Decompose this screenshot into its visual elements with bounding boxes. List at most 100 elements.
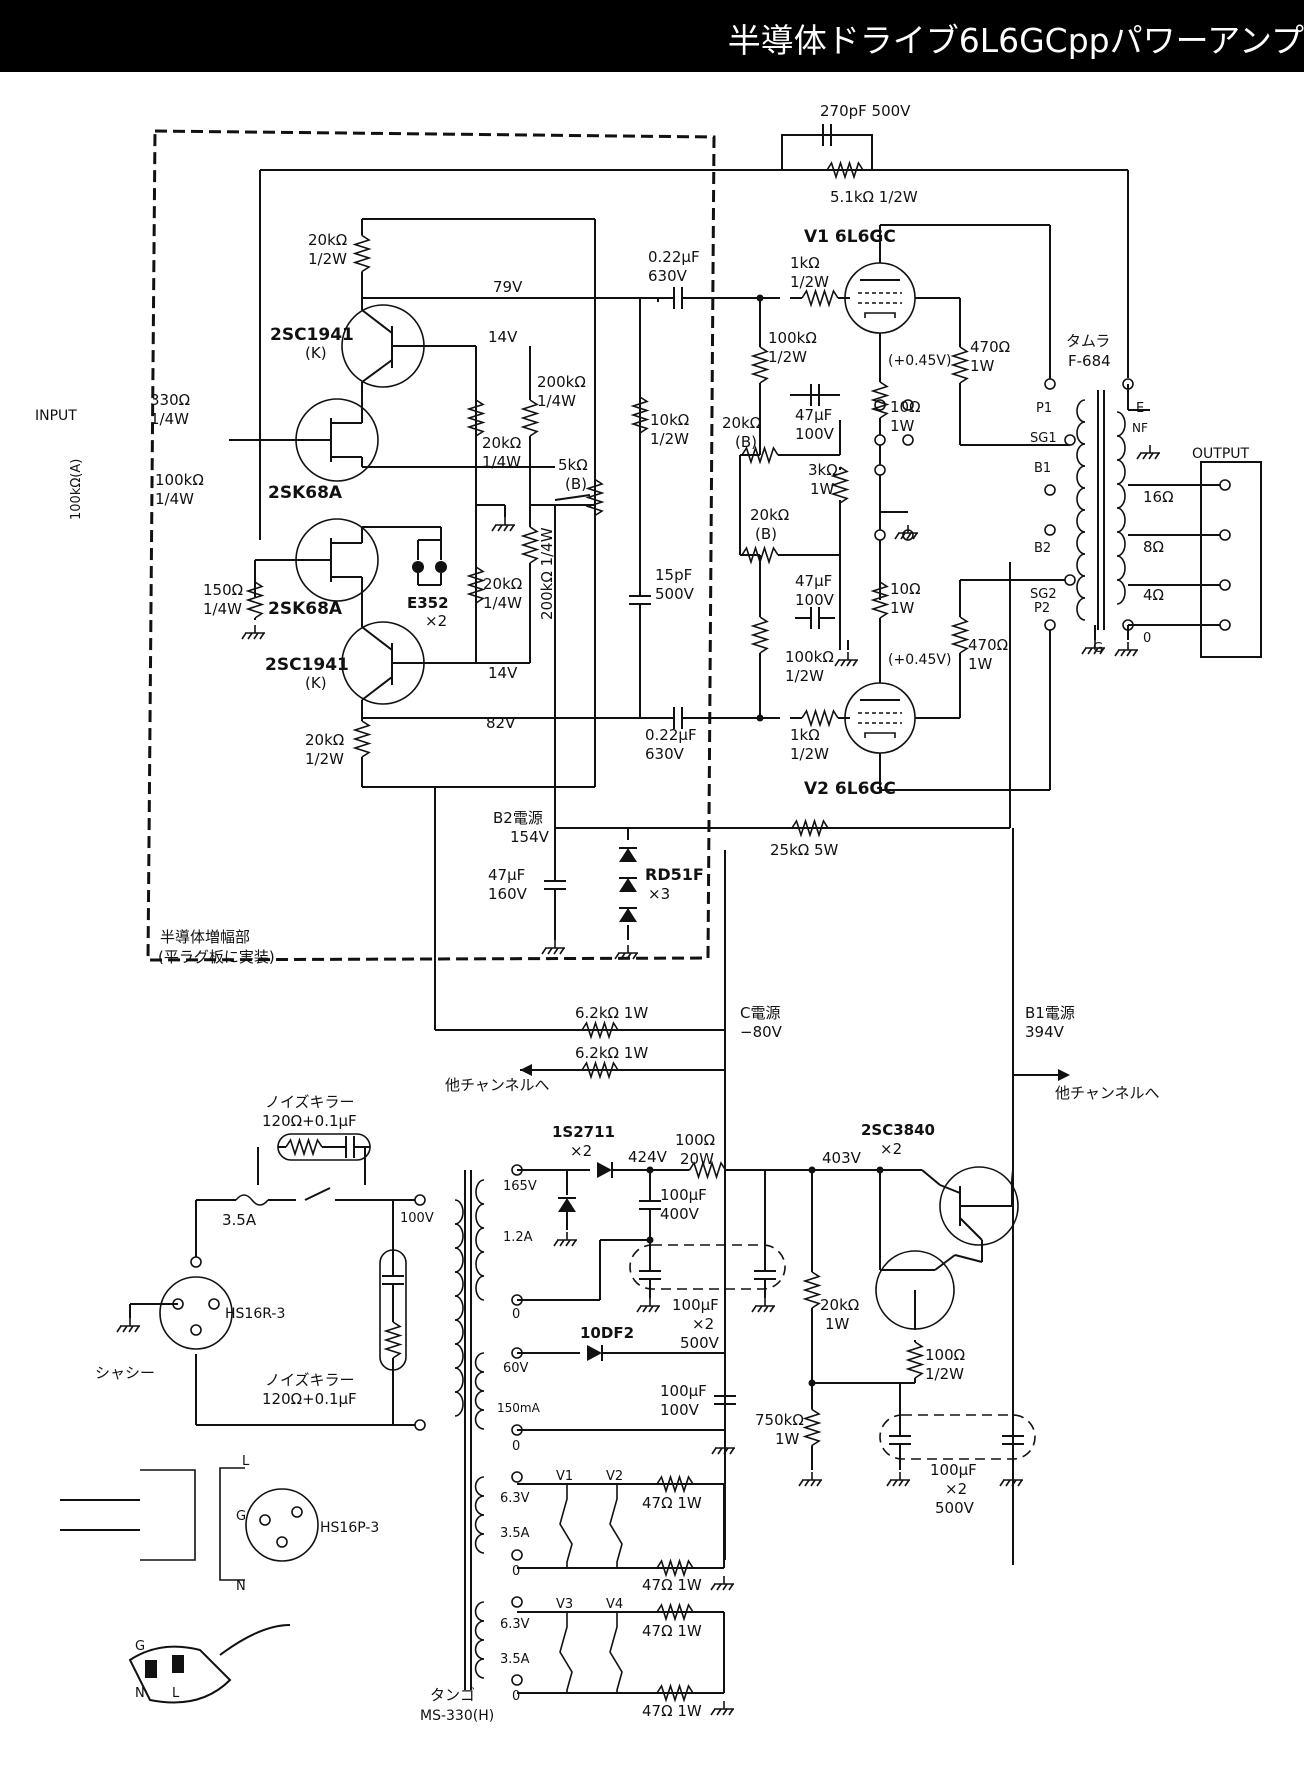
plug-cord [140, 1469, 196, 1561]
label-c022_top_a: 0.22μF [648, 248, 700, 266]
ground-hatch [1136, 452, 1142, 460]
label-d1s2711_a: 1S2711 [552, 1123, 615, 1141]
ground-hatch [751, 1305, 757, 1313]
label-c15p_a: 15pF [655, 566, 692, 584]
wire [781, 134, 873, 170]
label-q1: 2SC1941 [270, 325, 354, 345]
solid-state-board-outline [146, 129, 716, 962]
transistor-q2 [341, 621, 425, 705]
wire [361, 676, 393, 701]
ground-hatch [716, 1708, 722, 1716]
label-r20k_bot_a: 20kΩ [305, 731, 344, 749]
ground-hatch [259, 632, 265, 640]
r10-bottom [870, 581, 890, 619]
label-noise_top_b: 120Ω+0.1μF [262, 1112, 357, 1130]
wire [361, 359, 393, 383]
hv-secondary-coil [475, 1251, 485, 1277]
terminal [874, 529, 886, 541]
label-h2_v: 6.3V [500, 1617, 530, 1632]
wire [361, 309, 393, 334]
label-vr20k_a: 20kΩ [722, 414, 761, 432]
r100-20w [688, 1160, 727, 1180]
wire [954, 1254, 983, 1263]
label-r100k_in_a: 100kΩ [155, 471, 204, 489]
ground-hatch [894, 532, 900, 540]
ground-hatch [541, 947, 547, 955]
arrow-other-channel-right [1058, 1069, 1070, 1081]
heater2-coil [474, 1658, 485, 1679]
heater2-coil [474, 1601, 485, 1622]
ground-hatch [503, 524, 509, 532]
wire [554, 494, 591, 501]
terminal [1219, 479, 1231, 491]
label-c100_400_a: 100μF [660, 1186, 707, 1204]
ground-hatch [497, 524, 503, 532]
primary-coil [454, 1295, 464, 1321]
label-h2_a: 3.5A [500, 1652, 530, 1667]
primary-coil [1076, 575, 1086, 599]
label-t_b2: B2 [1034, 541, 1051, 556]
ground-symbol [553, 1232, 577, 1247]
primary-coil [1076, 597, 1086, 621]
ground-hatch [614, 952, 620, 960]
heater-filament-b [609, 1612, 623, 1693]
diode-1s2711-b [558, 1198, 576, 1212]
label-tango_b: MS-330(H) [420, 1708, 494, 1724]
zener-3 [619, 908, 637, 922]
wire [921, 1169, 941, 1186]
primary-coil [1076, 421, 1086, 445]
label-b1_b: 394V [1025, 1023, 1065, 1041]
secondary-coil [1116, 411, 1126, 437]
label-r3k_a: 3kΩ [808, 461, 838, 479]
ground-hatch [711, 1447, 717, 1455]
feedback-resistor [826, 160, 864, 180]
label-hs16p: HS16P-3 [320, 1520, 379, 1536]
label-r10_b_a: 10Ω [890, 580, 921, 598]
ground-hatch [710, 1708, 716, 1716]
label-t_sg2: SG2 [1030, 587, 1057, 602]
r200k-top [520, 399, 540, 437]
r20k-1w [802, 1271, 822, 1309]
wire [959, 1217, 983, 1241]
label-c_src_a: C電源 [740, 1004, 780, 1022]
label-r100_b: 20W [680, 1150, 714, 1168]
label-t_g: G [1093, 641, 1103, 656]
ground-hatch [846, 659, 852, 667]
label-box_a: 半導体増幅部 [160, 928, 250, 946]
label-c100_500_b: ×2 [692, 1315, 714, 1333]
heater-resistor [656, 1683, 694, 1703]
label-r150_a: 150Ω [203, 581, 243, 599]
label-t100: 100V [400, 1211, 434, 1226]
label-q2: 2SC1941 [265, 655, 349, 675]
label-r100k_g1_b: 1/2W [768, 348, 807, 366]
secondary-coil [1116, 555, 1126, 581]
terminal [190, 1324, 202, 1336]
primary-coil [1076, 509, 1086, 533]
label-hs16r: HS16R-3 [225, 1306, 285, 1322]
connector-hs16r [159, 1276, 233, 1350]
label-q3_b: ×2 [880, 1140, 902, 1158]
terminal [1044, 524, 1056, 536]
label-b1_a: B1電源 [1025, 1004, 1075, 1022]
terminal [902, 399, 914, 411]
ground-hatch [722, 1583, 728, 1591]
ground-hatch [553, 1239, 559, 1247]
ground-hatch [1093, 647, 1099, 655]
noise-killer-top [277, 1133, 371, 1161]
label-c15p_b: 500V [655, 585, 695, 603]
label-t_e: E [1136, 401, 1144, 416]
ground-hatch [852, 659, 858, 667]
ground-hatch [804, 1479, 810, 1487]
plug-pin-n [145, 1660, 157, 1678]
label-tamura_a: タムラ [1066, 332, 1110, 350]
label-b2_a: B2電源 [493, 809, 543, 827]
label-plug2_g: G [135, 1639, 145, 1654]
ground-hatch [769, 1305, 775, 1313]
label-b2_b: 154V [510, 828, 550, 846]
label-t0a: 0 [512, 1307, 520, 1322]
label-r100k_g2_a: 100kΩ [785, 648, 834, 666]
ground-hatch [1120, 649, 1126, 657]
label-t0b: 0 [512, 1439, 520, 1454]
ground-hatch [722, 1708, 728, 1716]
